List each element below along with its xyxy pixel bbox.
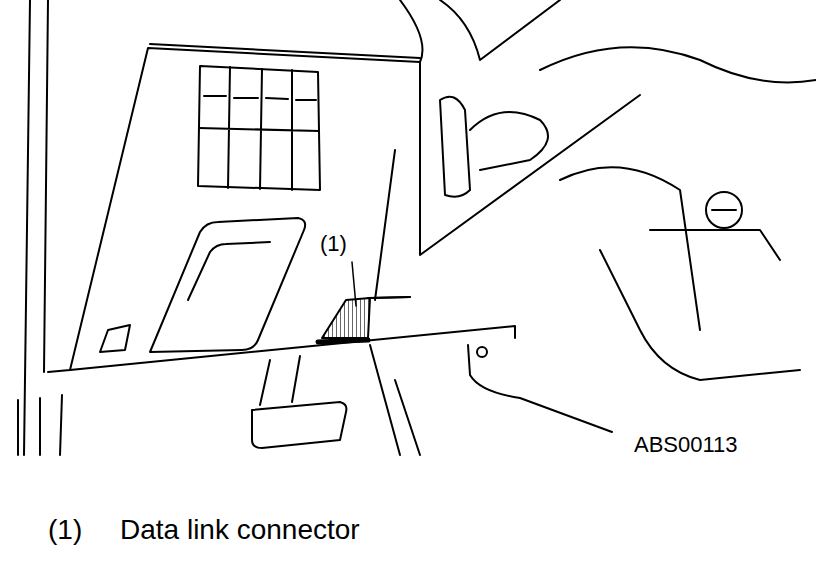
panel-crease	[368, 297, 410, 298]
column-line	[400, 0, 423, 62]
panel-bottom-edge	[70, 326, 515, 370]
column-cover	[420, 62, 640, 255]
connector-line	[372, 297, 410, 298]
pillar-line	[44, 0, 48, 372]
console-side	[600, 250, 800, 380]
panel-outline	[48, 48, 420, 372]
connector-edge	[318, 340, 368, 342]
lever	[440, 97, 470, 197]
leader-line	[468, 345, 612, 432]
knob-mark	[712, 209, 736, 211]
connector-body	[322, 298, 370, 338]
knob	[706, 192, 742, 228]
brake-pedal	[252, 402, 346, 448]
console-side	[560, 167, 700, 330]
figure-code: ABS00113	[634, 434, 738, 456]
switch-block	[198, 66, 320, 190]
callout-number: (1)	[320, 233, 347, 255]
switch-marks	[204, 96, 316, 100]
bolt	[477, 347, 487, 357]
pillar-line	[24, 0, 30, 455]
accel-arm	[370, 345, 420, 455]
lever	[470, 112, 548, 170]
switch-divisions	[199, 67, 319, 190]
callout-number: (1)	[48, 516, 82, 544]
pedal-arm	[260, 356, 300, 405]
door-sill	[18, 395, 62, 455]
panel-crease	[375, 150, 395, 300]
pocket-opening	[150, 218, 305, 352]
panel-clip	[100, 325, 130, 352]
console-side	[650, 230, 780, 260]
panel-top-edge	[150, 44, 420, 58]
dash-line	[540, 47, 816, 82]
column-line	[440, 0, 560, 60]
leader-line	[352, 262, 356, 306]
part-name: Data link connector	[120, 516, 360, 544]
pocket-inner	[188, 242, 270, 300]
